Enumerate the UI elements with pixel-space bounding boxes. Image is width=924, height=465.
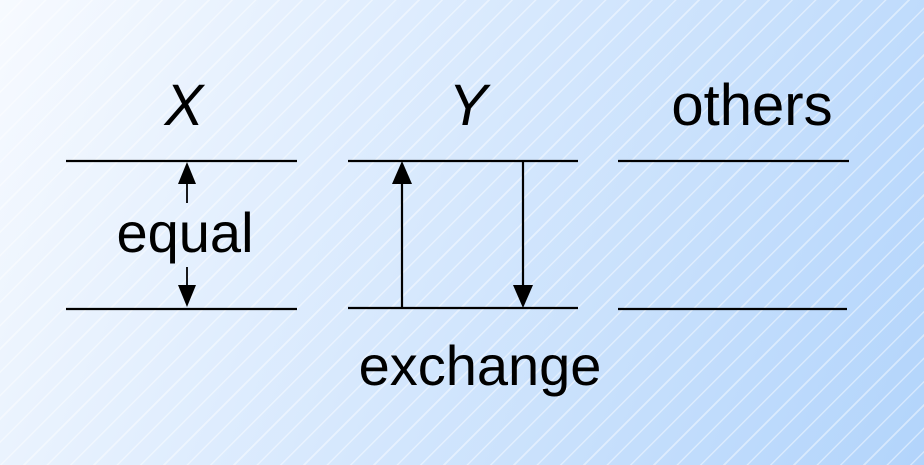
equal-arrow-up-head [178,162,196,184]
exchange-up-arrow-icon [392,161,412,307]
column-others-label: others [671,73,833,138]
column-y-label: Y [448,73,488,138]
exchange-up-arrow-head [392,161,412,184]
equal-label: equal [116,201,254,264]
exchange-label: exchange [358,334,602,397]
exchange-down-arrow-head [513,285,533,308]
exchange-down-arrow-icon [513,162,533,308]
equal-double-arrow-icon [178,162,196,307]
equal-arrow-down-head [178,285,196,307]
column-x-label: X [164,73,204,138]
